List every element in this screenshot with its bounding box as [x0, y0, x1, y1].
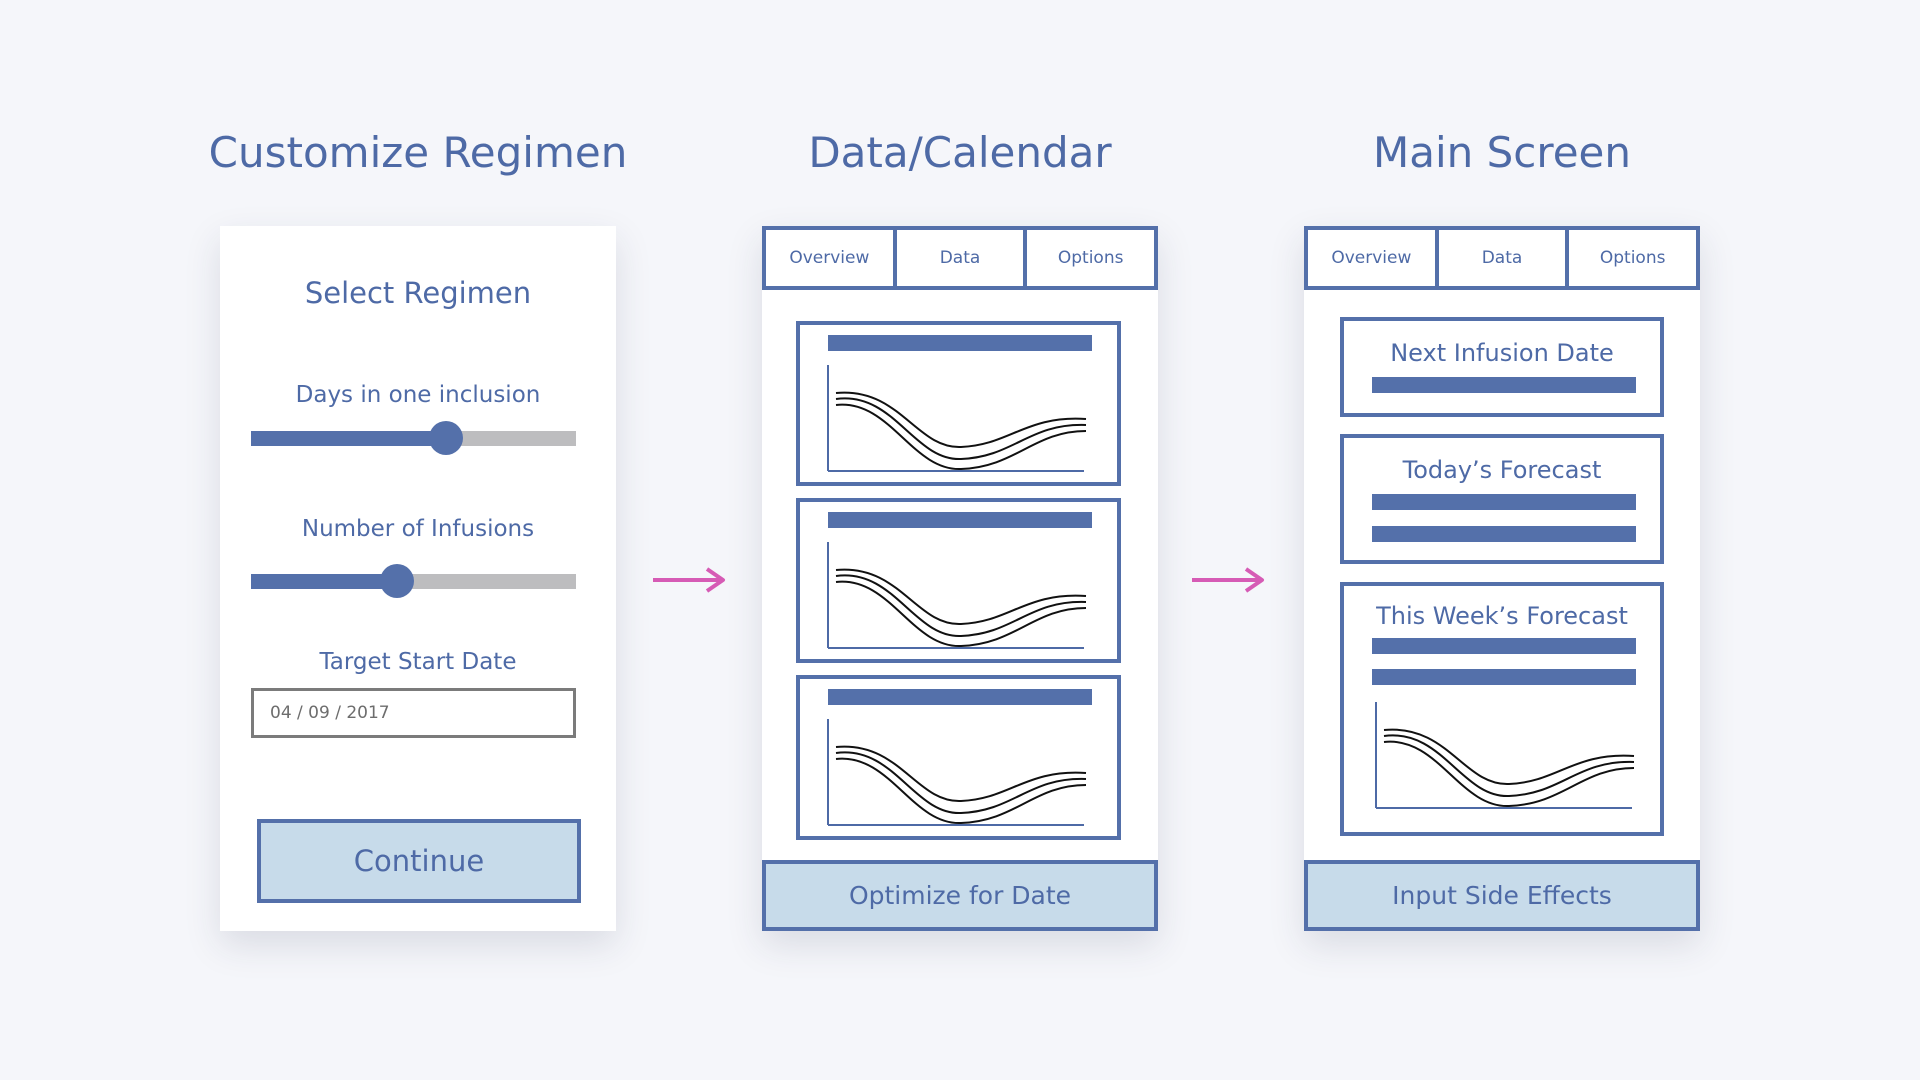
chart-title-placeholder	[828, 512, 1092, 528]
days-in-one-inclusion-slider[interactable]	[251, 421, 576, 455]
wave-chart-icon	[1375, 702, 1635, 809]
data-calendar-screen: Overview Data Options	[762, 226, 1159, 931]
tab-data[interactable]: Data	[1434, 226, 1570, 290]
number-of-infusions-label: Number of Infusions	[301, 516, 535, 542]
chart-card[interactable]	[796, 498, 1121, 663]
tab-bar: Overview Data Options	[1304, 226, 1701, 290]
week-forecast-card[interactable]: This Week’s Forecast	[1340, 582, 1664, 836]
wave-chart-icon	[827, 719, 1087, 826]
flow-arrow-icon	[1192, 567, 1264, 593]
slider-thumb[interactable]	[429, 421, 463, 455]
chart-card[interactable]	[796, 675, 1121, 840]
today-forecast-card[interactable]: Today’s Forecast	[1340, 434, 1664, 564]
select-regimen-heading: Select Regimen	[304, 276, 532, 310]
value-placeholder	[1372, 526, 1636, 542]
value-placeholder	[1372, 638, 1636, 654]
wave-chart-icon	[827, 542, 1087, 649]
chart-title-placeholder	[828, 335, 1092, 351]
value-placeholder	[1372, 669, 1636, 685]
flow-arrow-icon	[653, 567, 725, 593]
days-in-one-inclusion-label: Days in one inclusion	[295, 382, 541, 408]
tab-data[interactable]: Data	[892, 226, 1028, 290]
next-infusion-card[interactable]: Next Infusion Date	[1340, 317, 1664, 417]
target-start-date-input[interactable]	[251, 688, 576, 738]
value-placeholder	[1372, 494, 1636, 510]
data-calendar-title: Data/Calendar	[808, 128, 1112, 177]
main-screen-title: Main Screen	[1372, 128, 1631, 177]
tab-options[interactable]: Options	[1023, 226, 1159, 290]
tab-bar: Overview Data Options	[762, 226, 1159, 290]
tab-options[interactable]: Options	[1565, 226, 1701, 290]
chart-card[interactable]	[796, 321, 1121, 486]
customize-regimen-screen: Select Regimen Days in one inclusion Num…	[220, 226, 616, 931]
customize-regimen-title: Customize Regimen	[208, 128, 628, 177]
target-start-date-label: Target Start Date	[319, 649, 517, 675]
tab-overview[interactable]: Overview	[762, 226, 897, 290]
number-of-infusions-slider[interactable]	[251, 564, 576, 598]
wave-chart-icon	[827, 365, 1087, 472]
main-screen: Overview Data Options Next Infusion Date…	[1304, 226, 1701, 931]
slider-fill	[251, 431, 446, 446]
chart-title-placeholder	[828, 689, 1092, 705]
next-infusion-date-title: Next Infusion Date	[1390, 339, 1614, 367]
slider-fill	[251, 574, 398, 589]
todays-forecast-title: Today’s Forecast	[1402, 456, 1602, 484]
continue-button[interactable]: Continue	[257, 819, 581, 903]
tab-overview[interactable]: Overview	[1304, 226, 1439, 290]
optimize-for-date-button[interactable]: Optimize for Date	[762, 860, 1158, 931]
slider-thumb[interactable]	[380, 564, 415, 598]
this-weeks-forecast-title: This Week’s Forecast	[1376, 602, 1628, 630]
input-side-effects-button[interactable]: Input Side Effects	[1304, 860, 1700, 931]
value-placeholder	[1372, 377, 1636, 393]
